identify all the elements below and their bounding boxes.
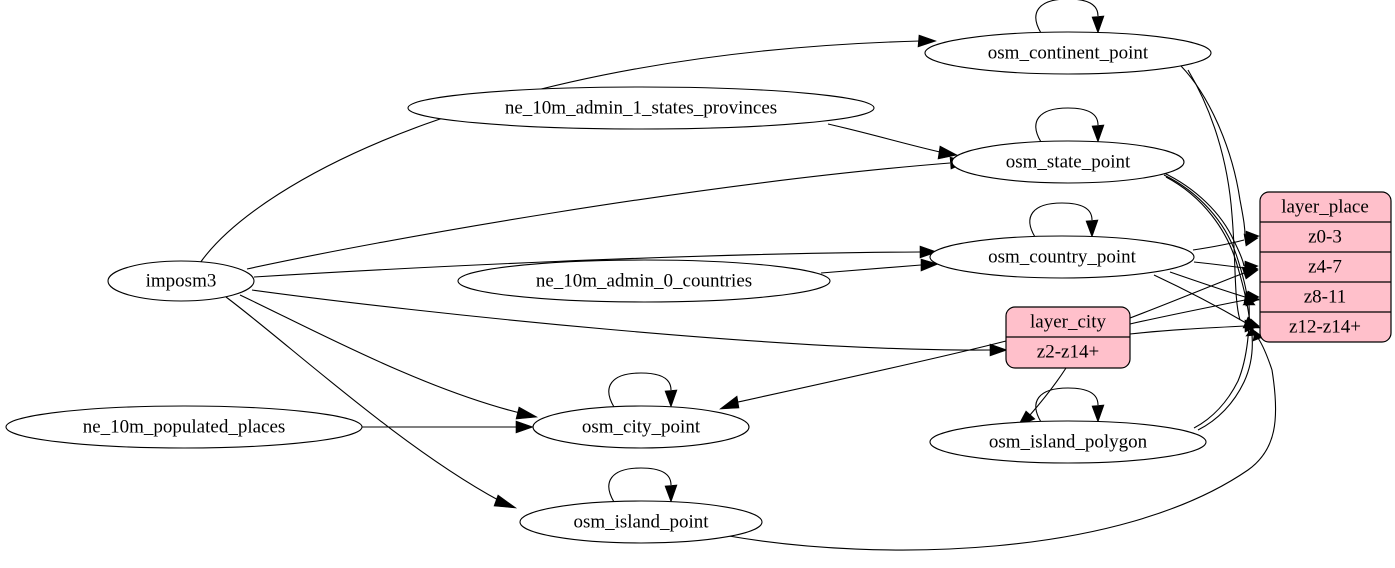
edge-osm-island-polygon-to-layer-place-z12-z14 xyxy=(1197,327,1259,431)
edge-imposm3-to-osm-city-point xyxy=(239,294,538,420)
record-layer-city-row-z2-z14[interactable]: z2-z14+ xyxy=(1037,341,1099,362)
node-imposm3-label: imposm3 xyxy=(146,270,217,291)
edge-self-loop-osm-country-point xyxy=(1029,202,1099,238)
node-osm-state-point-label: osm_state_point xyxy=(1006,151,1131,172)
edge-layer-city-to-layer-place-z8-11 xyxy=(1129,293,1260,325)
edge-layer-city-to-osm-city-point xyxy=(719,340,1007,410)
edge-self-loop-osm-continent-point xyxy=(1035,0,1105,34)
node-osm-island-polygon-label: osm_island_polygon xyxy=(989,431,1148,452)
edge-layer-city-to-osm-island-polygon xyxy=(1017,367,1067,427)
edge-ne-admin0-to-osm-country-point xyxy=(820,258,939,274)
record-layer-place-row-z0-3[interactable]: z0-3 xyxy=(1308,226,1342,247)
node-ne-10m-populated-places[interactable]: ne_10m_populated_places xyxy=(5,405,363,449)
edge-imposm3-to-osm-island-point xyxy=(225,296,518,509)
node-ne-10m-admin-1-states-provinces[interactable]: ne_10m_admin_1_states_provinces xyxy=(407,86,875,130)
record-node-layer-city[interactable]: layer_city z2-z14+ xyxy=(1005,306,1131,369)
node-ne-10m-admin-1-states-provinces-label: ne_10m_admin_1_states_provinces xyxy=(505,97,777,118)
record-layer-place-row-z8-11[interactable]: z8-11 xyxy=(1304,286,1347,307)
node-imposm3[interactable]: imposm3 xyxy=(107,260,255,302)
node-osm-city-point-label: osm_city_point xyxy=(582,416,701,437)
node-osm-island-point[interactable]: osm_island_point xyxy=(519,500,763,544)
node-ne-10m-populated-places-label: ne_10m_populated_places xyxy=(83,416,286,437)
edge-self-loop-osm-island-point xyxy=(608,467,678,503)
node-osm-city-point[interactable]: osm_city_point xyxy=(532,405,750,449)
edge-osm-island-point-to-layer-place-z12-z14 xyxy=(728,330,1277,551)
record-node-layer-place[interactable]: layer_place z0-3 z4-7 z8-11 z12-z14+ xyxy=(1259,191,1392,343)
edge-osm-continent-point-to-layer-place-z12-z14 xyxy=(1187,69,1241,321)
node-osm-country-point-label: osm_country_point xyxy=(988,246,1136,267)
record-layer-place-title: layer_place xyxy=(1281,196,1369,217)
edge-layer-city-to-layer-place-z12-z14 xyxy=(1129,319,1260,335)
node-ne-10m-admin-0-countries[interactable]: ne_10m_admin_0_countries xyxy=(457,259,831,303)
node-ne-10m-admin-0-countries-label: ne_10m_admin_0_countries xyxy=(536,270,752,291)
edge-imposm3-to-osm-continent-point xyxy=(199,34,937,264)
record-layer-place-row-z12-z14[interactable]: z12-z14+ xyxy=(1289,316,1361,337)
node-layer: imposm3 ne_10m_admin_1_states_provinces … xyxy=(5,31,1212,544)
edge-osm-continent-point-to-layer-place-z0-3 xyxy=(1180,65,1260,243)
node-osm-continent-point[interactable]: osm_continent_point xyxy=(924,31,1212,75)
record-node-layer: layer_place z0-3 z4-7 z8-11 z12-z14+ lay… xyxy=(1005,191,1392,369)
edge-layer xyxy=(199,0,1277,551)
record-layer-city-title: layer_city xyxy=(1030,311,1106,332)
node-osm-continent-point-label: osm_continent_point xyxy=(988,42,1149,63)
edge-self-loop-osm-island-polygon xyxy=(1035,387,1105,423)
edge-layer-city-to-layer-place-z4-7 xyxy=(1129,266,1259,319)
edge-osm-country-point-to-layer-place-z0-3 xyxy=(1192,233,1259,251)
node-osm-country-point[interactable]: osm_country_point xyxy=(929,235,1195,279)
edge-imposm3-to-osm-country-point xyxy=(253,245,938,278)
record-layer-place-row-z4-7[interactable]: z4-7 xyxy=(1308,256,1342,277)
edge-self-loop-osm-state-point xyxy=(1035,107,1105,143)
edge-imposm3-to-layer-city xyxy=(251,289,1008,357)
node-osm-island-point-label: osm_island_point xyxy=(573,511,709,532)
node-osm-island-polygon[interactable]: osm_island_polygon xyxy=(929,420,1207,464)
edge-ne-populated-to-osm-city-point xyxy=(362,420,534,434)
edge-self-loop-osm-city-point xyxy=(608,372,678,408)
edge-osm-island-polygon-to-layer-place-z8-11 xyxy=(1193,296,1256,429)
edge-ne-admin1-to-osm-state-point xyxy=(827,123,958,160)
node-osm-state-point[interactable]: osm_state_point xyxy=(951,140,1185,184)
